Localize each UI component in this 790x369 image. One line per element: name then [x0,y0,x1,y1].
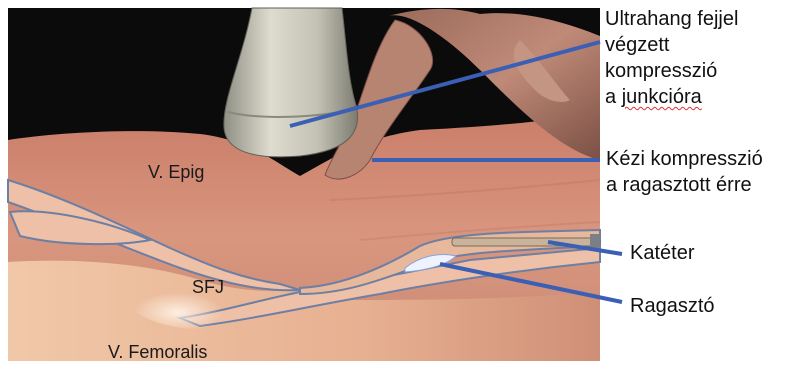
manual-label-line2: a ragasztott érre [606,172,763,198]
ultrasound-compression-label: Ultrahang fejjel végzett kompresszió a j… [605,6,738,110]
ultrasound-label-line3: kompresszió [605,58,738,84]
ultrasound-label-word: junkcióra [622,86,702,108]
manual-compression-label: Kézi kompresszió a ragasztott érre [606,146,763,198]
catheter [452,238,600,246]
manual-label-line1: Kézi kompresszió [606,146,763,172]
ultrasound-label-line1: Ultrahang fejjel [605,6,738,32]
glue-label: Ragasztó [630,293,715,319]
sfj-label: SFJ [192,277,224,298]
v-epig-label: V. Epig [148,162,204,183]
ultrasound-label-line2: végzett [605,32,738,58]
ultrasound-label-prefix: a [605,86,622,108]
v-femoralis-label: V. Femoralis [108,342,207,363]
ultrasound-label-line4: a junkcióra [605,84,738,110]
catheter-label: Katéter [630,240,694,266]
